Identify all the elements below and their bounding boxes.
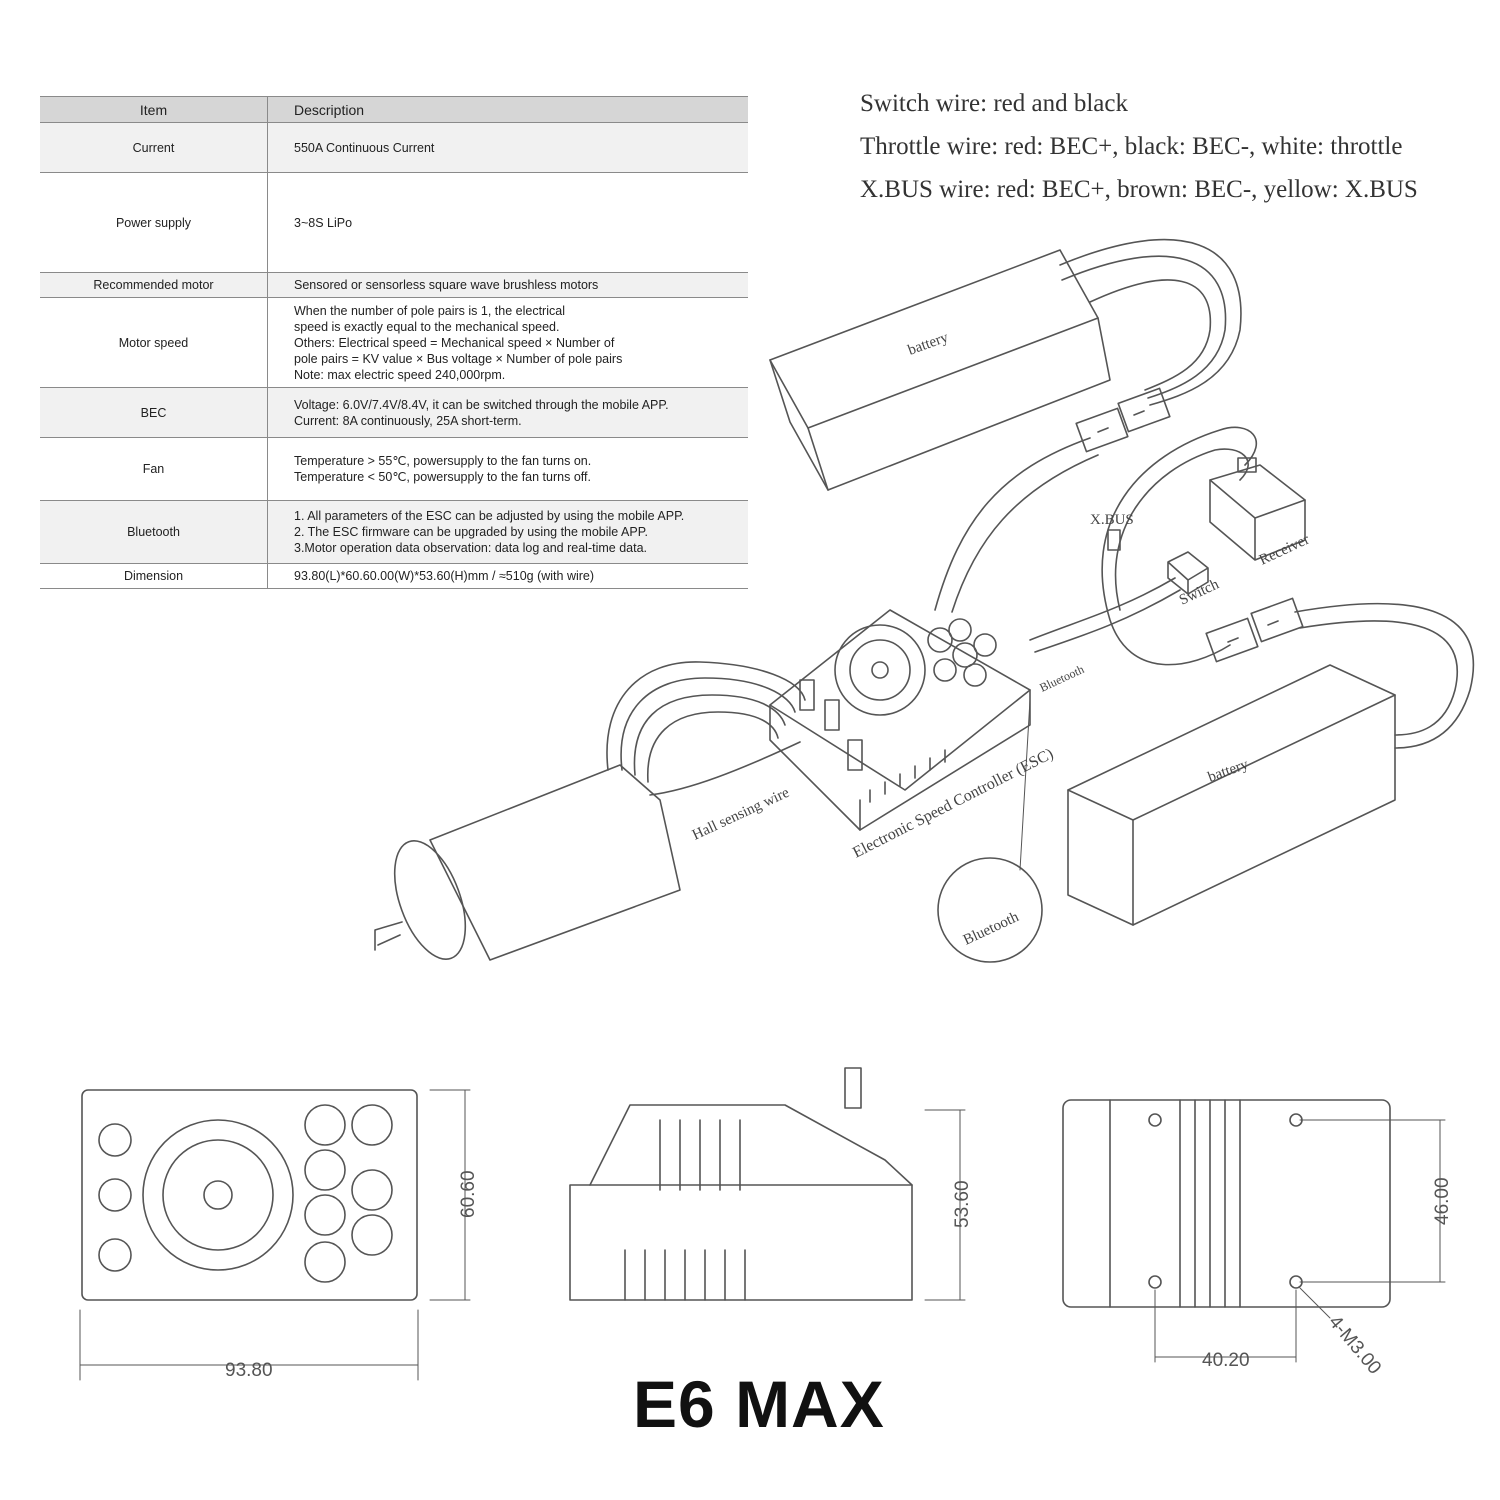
esc-unit <box>769 609 1031 831</box>
spec-description-line: 1. All parameters of the ESC can be adju… <box>294 509 685 523</box>
spec-item: Bluetooth <box>40 500 268 564</box>
spec-row: Recommended motor Sensored or sensorless … <box>40 272 748 298</box>
receiver-cables <box>1029 426 1258 666</box>
dim-holes: 4-M3.00 <box>1324 1312 1385 1379</box>
spec-description: 3~8S LiPo <box>267 172 748 273</box>
battery-top <box>769 249 1111 491</box>
legend-throttle-wire: Throttle wire: red: BEC+, black: BEC-, w… <box>860 133 1403 160</box>
spec-row: Dimension 93.80(L)*60.60.00(W)*53.60(H)mm… <box>40 563 748 589</box>
bluetooth-leader <box>1019 699 1031 871</box>
spec-description-line: pole pairs = KV value × Bus voltage × Nu… <box>294 351 623 366</box>
spec-row: Fan Temperature > 55℃, powersupply to the… <box>40 437 748 501</box>
product-title: E6 MAX <box>633 1367 885 1441</box>
dim-length: 93.80 <box>225 1360 273 1381</box>
label-bluetooth: Bluetooth <box>1037 662 1086 695</box>
spec-description: When the number of pole pairs is 1, the … <box>267 297 748 388</box>
spec-description: 550A Continuous Current <box>267 122 748 173</box>
top-view <box>79 1089 471 1381</box>
spec-item: Dimension <box>40 563 268 589</box>
spec-description: Sensored or sensorless square wave brush… <box>267 272 748 298</box>
hall-sensing-wire <box>649 741 801 796</box>
label-bluetooth-detail: Bluetooth <box>961 909 1022 949</box>
motor <box>374 764 681 961</box>
battery-top-wires <box>1059 238 1242 406</box>
spec-description-line: Others: Electrical speed = Mechanical sp… <box>294 335 615 350</box>
battery-bottom <box>1067 664 1396 926</box>
spec-description-line: Voltage: 6.0V/7.4V/8.4V, it can be switc… <box>294 397 669 412</box>
legend-switch-wire: Switch wire: red and black <box>860 90 1128 117</box>
dim-hole-spacing-y: 46.00 <box>1432 1177 1453 1225</box>
spec-description-line: 3.Motor operation data observation: data… <box>294 541 647 555</box>
spec-table-header: Item Description <box>40 96 748 123</box>
spec-description: 1. All parameters of the ESC can be adju… <box>267 500 748 564</box>
spec-description-line: 93.80(L)*60.60.00(W)*53.60(H)mm / ≈510g … <box>294 569 595 583</box>
header-description: Description <box>267 96 748 123</box>
xbus-plug <box>1107 529 1121 551</box>
spec-description-line: Temperature > 55℃, powersupply to the fa… <box>294 454 592 468</box>
spec-description-line: Note: max electric speed 240,000rpm. <box>294 367 506 382</box>
label-hall-sensing-wire: Hall sensing wire <box>690 785 792 844</box>
label-battery-bottom: battery <box>1206 756 1251 785</box>
dim-height: 53.60 <box>952 1180 973 1228</box>
label-xbus: X.BUS <box>1090 512 1134 528</box>
spec-item: Recommended motor <box>40 272 268 298</box>
switch-module <box>1167 551 1209 595</box>
spec-item: Fan <box>40 437 268 501</box>
side-view <box>569 1067 966 1301</box>
spec-table: Item Description Current 550A Continuous … <box>40 96 748 589</box>
spec-row: Bluetooth 1. All parameters of the ESC ca… <box>40 500 748 564</box>
connector-top <box>1075 387 1171 453</box>
spec-description: Voltage: 6.0V/7.4V/8.4V, it can be switc… <box>267 387 748 438</box>
label-esc: Electronic Speed Controller (ESC) <box>850 745 1056 861</box>
battery-bottom-wires <box>1294 602 1475 749</box>
receiver <box>1209 457 1306 561</box>
spec-item: Current <box>40 122 268 173</box>
spec-description-line: 3~8S LiPo <box>294 215 353 230</box>
bottom-view <box>1062 1099 1446 1363</box>
spec-description-line: Temperature < 50℃, powersupply to the fa… <box>294 470 591 484</box>
label-switch: Switch <box>1177 576 1222 608</box>
spec-description: 93.80(L)*60.60.00(W)*53.60(H)mm / ≈510g … <box>267 563 748 589</box>
spec-row: Current 550A Continuous Current <box>40 122 748 173</box>
spec-description-line: Sensored or sensorless square wave brush… <box>294 278 599 292</box>
spec-row: BEC Voltage: 6.0V/7.4V/8.4V, it can be sw… <box>40 387 748 438</box>
legend-xbus-wire: X.BUS wire: red: BEC+, brown: BEC-, yell… <box>860 176 1418 203</box>
spec-description-line: 2. The ESC firmware can be upgraded by u… <box>294 525 648 539</box>
dim-width: 60.60 <box>458 1170 479 1218</box>
motor-phase-wires <box>606 661 806 783</box>
spec-description-line: 550A Continuous Current <box>294 140 435 155</box>
label-battery-top: battery <box>906 329 951 358</box>
spec-description-line: Current: 8A continuously, 25A short-term… <box>294 413 522 428</box>
header-item: Item <box>40 96 268 123</box>
spec-description-line: speed is exactly equal to the mechanical… <box>294 319 560 334</box>
spec-item: BEC <box>40 387 268 438</box>
bluetooth-detail-circle <box>937 857 1043 963</box>
esc-top-wires <box>934 437 1099 613</box>
spec-row: Motor speed When the number of pole pairs… <box>40 297 748 388</box>
dim-hole-spacing-x: 40.20 <box>1202 1350 1250 1371</box>
label-receiver: Receiver <box>1257 532 1312 569</box>
spec-description-line: When the number of pole pairs is 1, the … <box>294 303 565 318</box>
connector-bottom <box>1205 597 1304 663</box>
spec-item: Motor speed <box>40 297 268 388</box>
